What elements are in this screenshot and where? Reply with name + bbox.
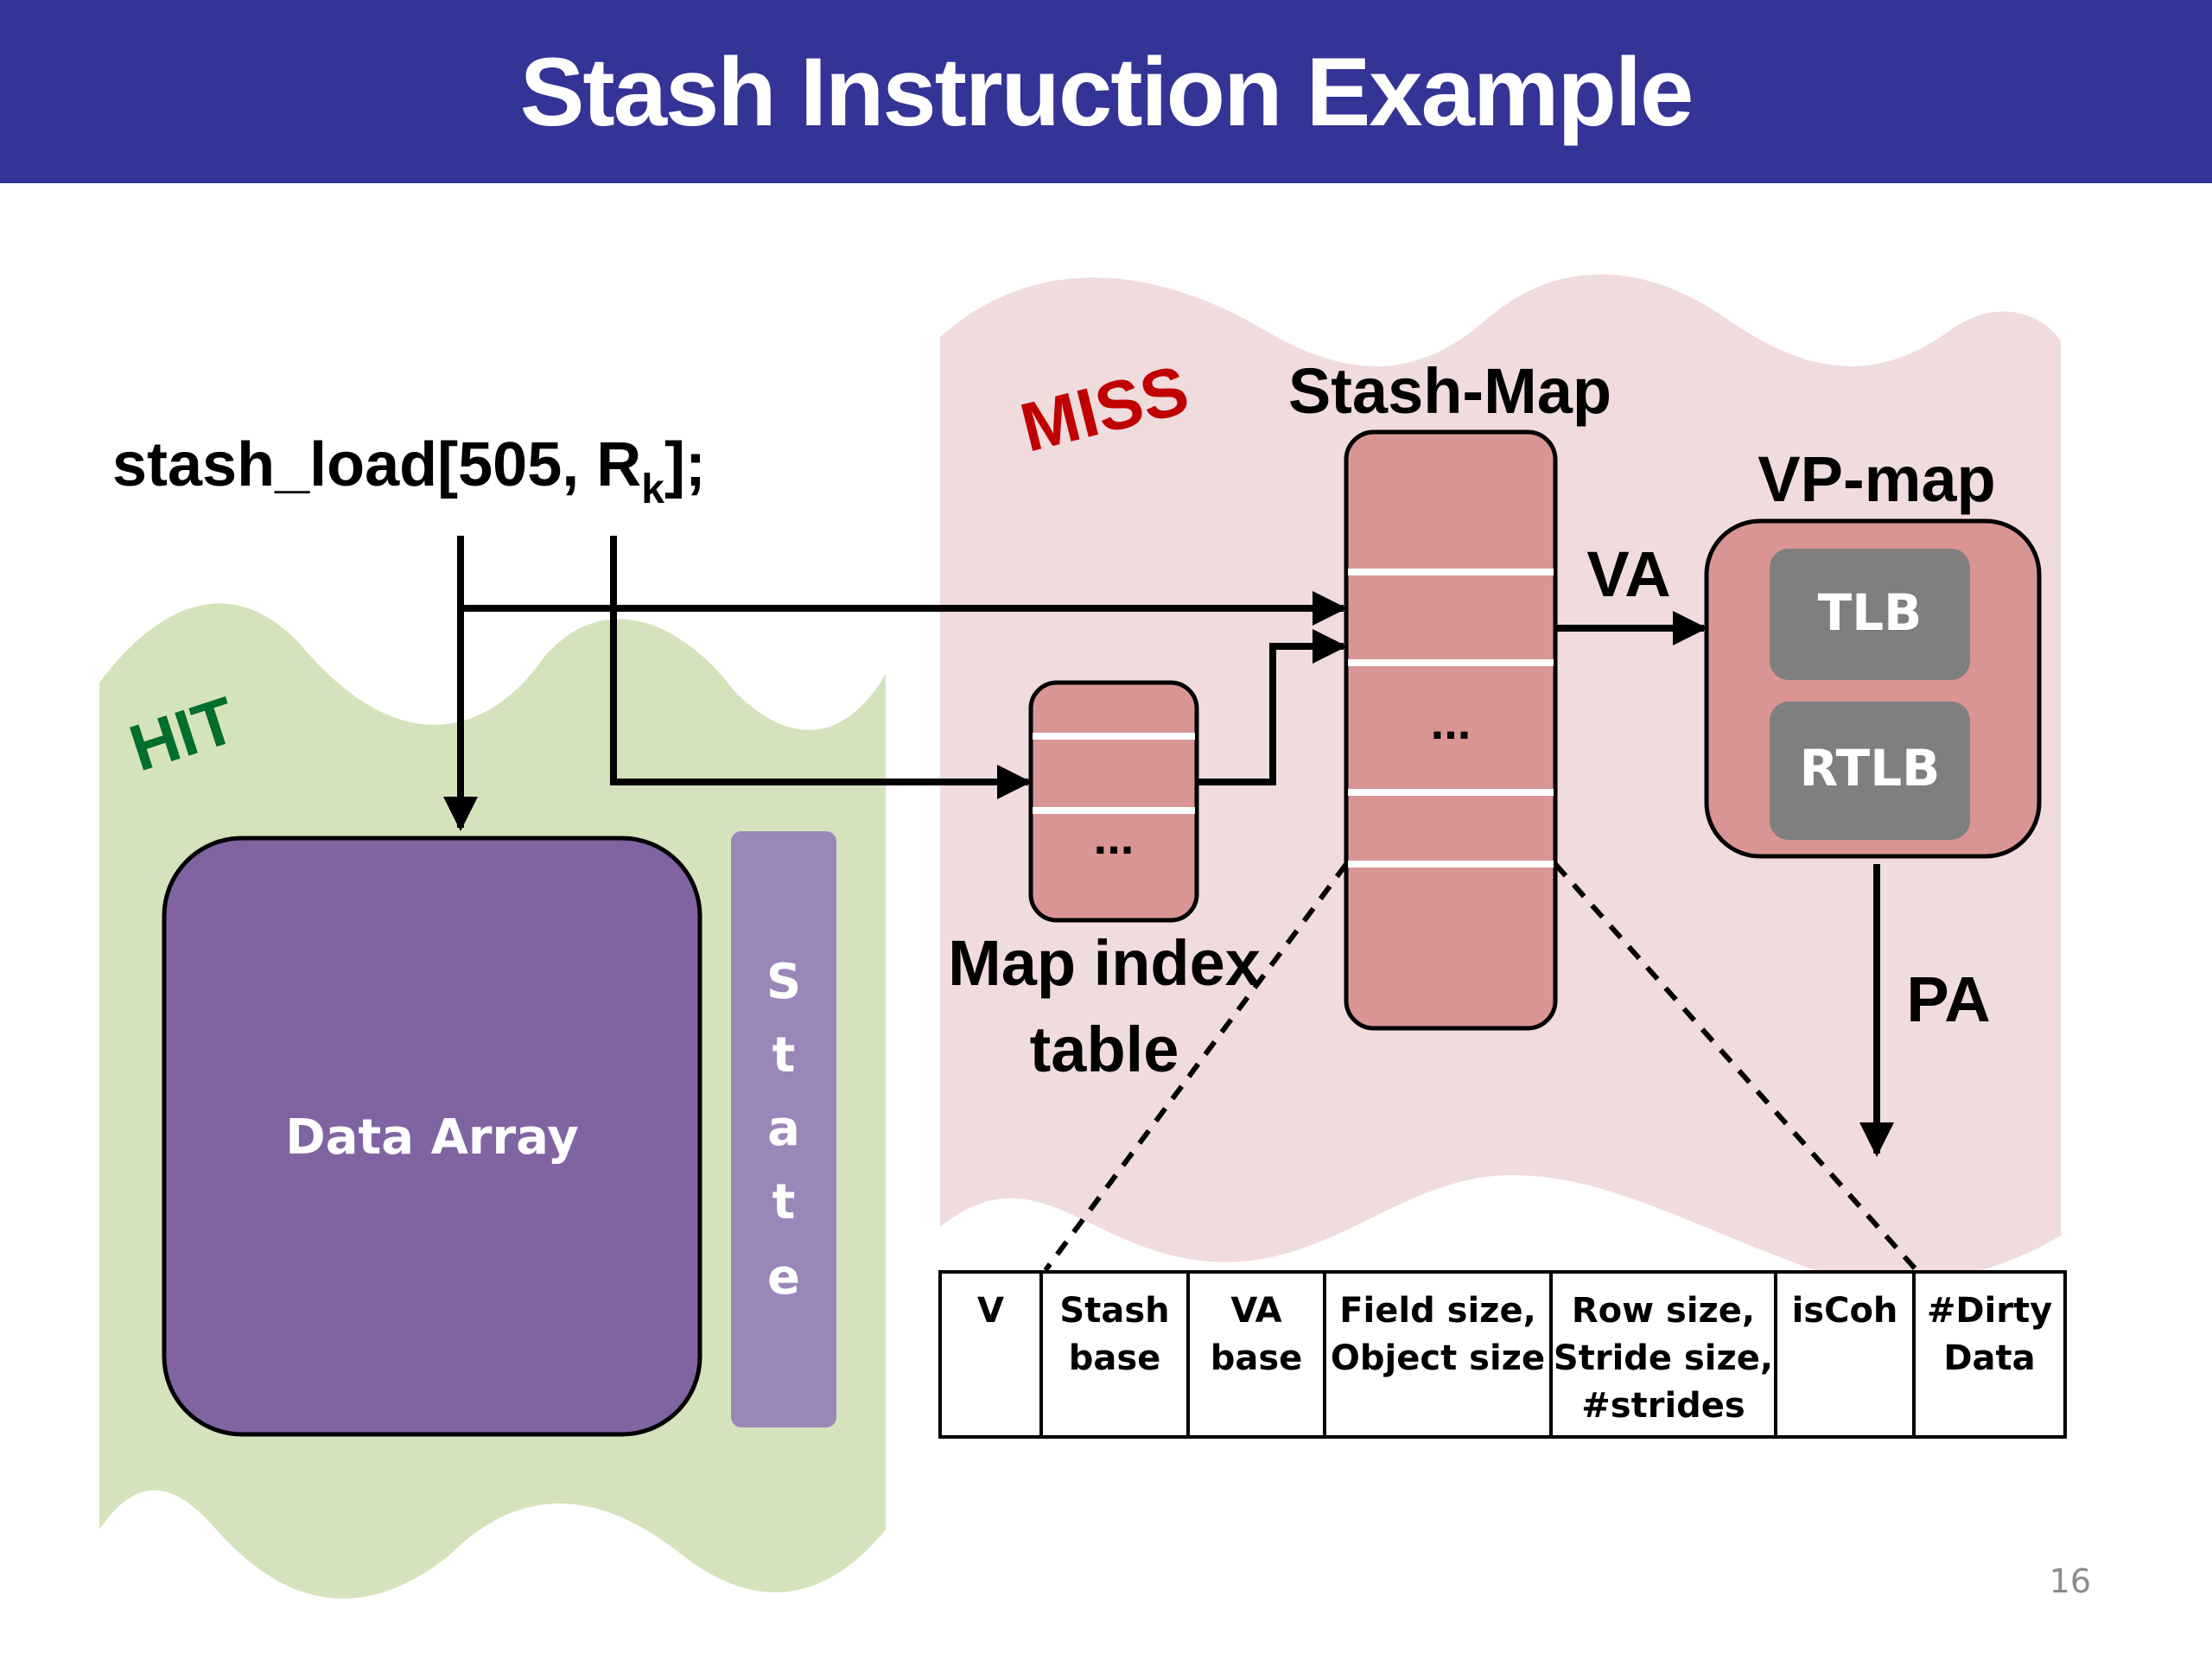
pa-label: PA: [1906, 963, 1990, 1035]
state-letter: t: [772, 1027, 796, 1084]
instruction-text: stash_load[505, Rk];: [112, 430, 706, 512]
entry-field-label: VA: [1230, 1291, 1281, 1331]
stash-map-block: [1344, 429, 1558, 1031]
entry-field-label: Stride size,: [1554, 1338, 1773, 1378]
stash-map-ellipsis: ...: [1431, 695, 1471, 749]
arrow-map-index-to-stash-map: [1197, 629, 1347, 785]
page-number: 16: [2049, 1562, 2091, 1600]
entry-field-label: #strides: [1581, 1386, 1745, 1426]
zoom-line-left: [1043, 862, 1349, 1272]
zoom-line-right: [1553, 862, 1919, 1272]
title-bar: [0, 0, 2212, 183]
tlb-label: TLB: [1818, 583, 1923, 642]
data-array-label: Data Array: [285, 1109, 578, 1166]
entry-field-label: Row size,: [1572, 1291, 1755, 1331]
entry-field-label: base: [1069, 1338, 1161, 1378]
entry-field-label: base: [1211, 1338, 1303, 1378]
map-index-block: [1028, 680, 1199, 923]
entry-field-label: #Dirty: [1927, 1291, 2052, 1331]
entry-field-label: V: [977, 1291, 1004, 1331]
tlb-block: [1770, 549, 1970, 680]
entry-field-label: Field size,: [1339, 1291, 1536, 1331]
state-letter: e: [767, 1249, 800, 1306]
map-index-label-line2: table: [1030, 1014, 1179, 1085]
entry-table-border: [938, 1270, 2067, 1439]
state-bar: [731, 831, 836, 1427]
entry-field-label: Data: [1943, 1338, 2035, 1378]
entry-fields-table: V Stash base VA base Field size, Object size Ro…: [938, 1270, 2067, 1439]
instruction-subscript: k: [641, 467, 664, 512]
entry-field-label: Stash: [1059, 1291, 1169, 1331]
instruction-main: stash_load[505, R: [112, 430, 641, 499]
state-letter: a: [767, 1101, 800, 1157]
slide-title: Stash Instruction Example: [519, 37, 1694, 146]
entry-field-label: Object size: [1331, 1338, 1545, 1378]
map-index-label-line1: Map index: [948, 927, 1261, 999]
rtlb-block: [1770, 702, 1970, 840]
arrow-to-map-index: [610, 536, 1032, 799]
stash-map-title: Stash-Map: [1288, 355, 1611, 427]
instruction-end: ];: [664, 430, 706, 499]
rtlb-label: RTLB: [1800, 739, 1941, 798]
entry-field-label: isCoh: [1792, 1291, 1898, 1331]
data-array-block: [162, 836, 702, 1437]
va-label: VA: [1586, 538, 1670, 610]
vp-map-title: VP-map: [1758, 443, 1996, 515]
state-letter: t: [772, 1174, 796, 1230]
map-index-ellipsis: ...: [1094, 810, 1135, 864]
state-letter: S: [766, 954, 801, 1010]
